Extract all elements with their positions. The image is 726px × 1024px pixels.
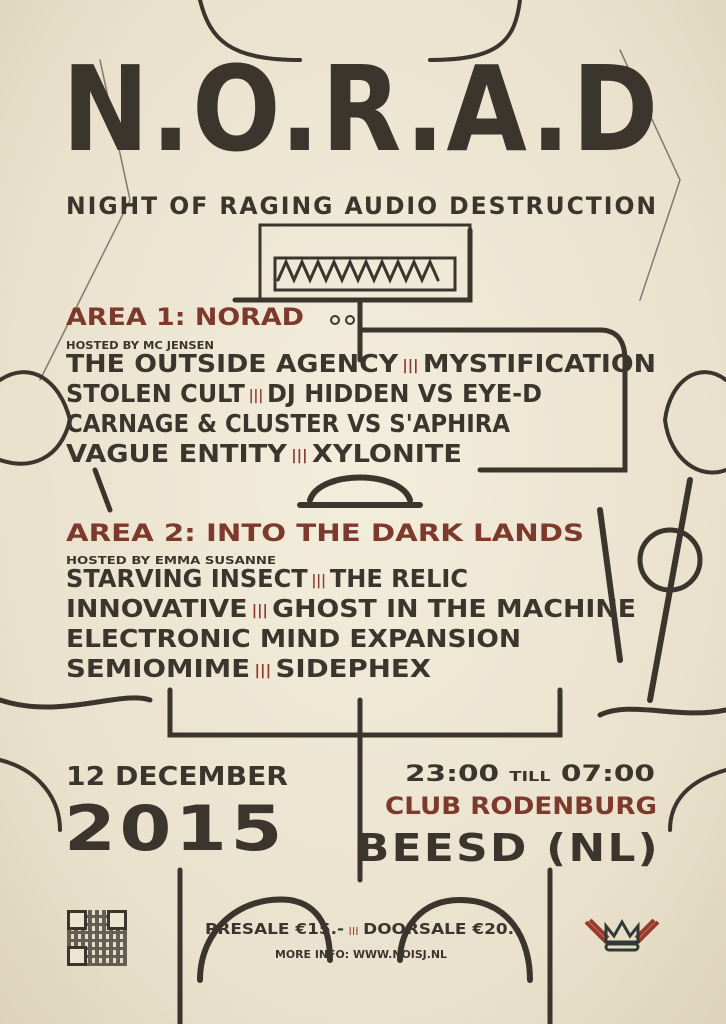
lineup-line: Starving Insect|||The Relic: [66, 566, 468, 591]
crown-logo-icon: [584, 918, 660, 952]
separator: |||: [251, 602, 268, 619]
separator: |||: [311, 572, 326, 589]
event-title: N.O.R.A.D: [62, 40, 660, 178]
artist: Ghost in the Machine: [272, 594, 636, 623]
separator: |||: [291, 447, 308, 464]
lineup-line: Innovative|||Ghost in the Machine: [66, 596, 636, 621]
artist: Sidephex: [275, 654, 431, 683]
artist: Xylonite: [311, 439, 462, 468]
venue-location: Beesd (NL): [356, 826, 660, 870]
event-time: 23:00 till 07:00: [405, 764, 655, 786]
till-label: till: [509, 770, 551, 785]
event-year: 2015: [64, 792, 286, 865]
venue-name: Club Rodenburg: [385, 792, 657, 820]
lineup-line: Vague Entity|||Xylonite: [66, 441, 462, 466]
area-host: Hosted by MC Jensen: [66, 339, 214, 352]
artist: Stolen Cult: [66, 379, 245, 408]
separator: |||: [248, 387, 264, 404]
qr-corner: [67, 946, 87, 966]
area-title: Area 2: Into the Dark Lands: [66, 519, 584, 547]
artist: The Outside Agency: [66, 349, 399, 378]
artist: Semiomime: [66, 654, 251, 683]
qr-corner: [107, 910, 127, 930]
lineup-line: Carnage & Cluster vs S'Aphira: [66, 409, 510, 438]
doorsale-price: Doorsale €20.-: [363, 920, 521, 938]
area-host: Hosted by Emma Susanne: [66, 554, 276, 567]
lineup-line: Semiomime|||Sidephex: [66, 656, 431, 681]
lineup-line: Stolen Cult|||DJ Hidden vs Eye-D: [66, 381, 542, 406]
event-subtitle: Night of Raging Audio Destruction: [66, 192, 658, 220]
artist: Vague Entity: [66, 439, 287, 468]
qr-corner: [67, 910, 87, 930]
end-time: 07:00: [560, 762, 655, 787]
artist: Mystification: [422, 349, 656, 378]
area-title: Area 1: NORAD: [66, 303, 304, 331]
separator: |||: [254, 662, 272, 679]
lineup-line: The Outside Agency|||Mystification: [66, 351, 656, 376]
ticket-prices: Presale €15.- ||| Doorsale €20.-: [205, 922, 521, 937]
artist: DJ Hidden vs Eye-D: [267, 379, 542, 408]
artist: Innovative: [66, 594, 248, 623]
artist: The Relic: [329, 564, 468, 593]
event-date: 12 December: [66, 762, 288, 792]
lineup-line: Electronic Mind Expansion: [66, 624, 521, 653]
more-info-link[interactable]: More info: www.noisj.nl: [275, 948, 447, 961]
artist: Starving Insect: [66, 564, 308, 593]
start-time: 23:00: [405, 762, 500, 787]
separator: |||: [348, 924, 359, 935]
presale-price: Presale €15.-: [205, 920, 344, 938]
separator: |||: [402, 357, 419, 374]
